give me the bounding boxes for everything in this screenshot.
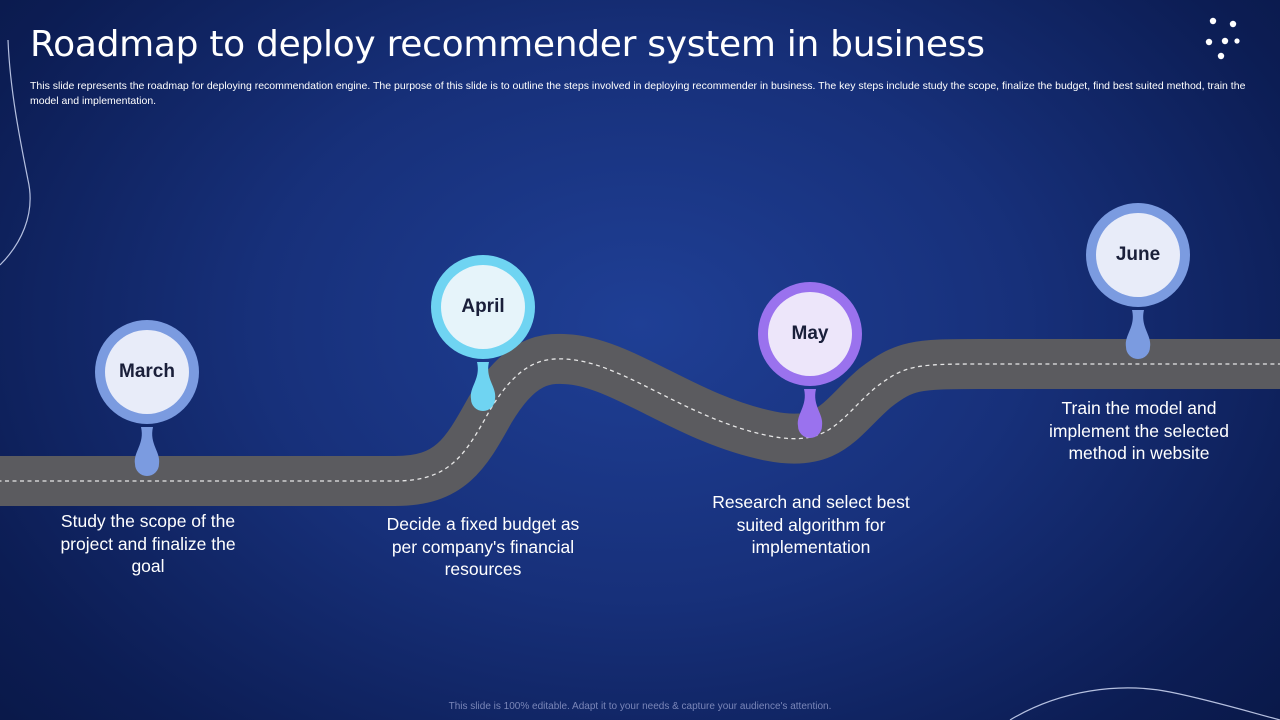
slide-footer: This slide is 100% editable. Adapt it to… — [448, 701, 832, 712]
milestone-description: Decide a fixed budget as per company's f… — [386, 514, 580, 579]
slide-title: Roadmap to deploy recommender system in … — [30, 24, 985, 65]
slide-subtitle: This slide represents the roadmap for de… — [30, 80, 1246, 107]
milestone-month-label: May — [791, 323, 829, 344]
milestone-month-label: June — [1115, 244, 1161, 265]
milestone-month-label: March — [119, 361, 175, 382]
milestone-month-label: April — [461, 296, 505, 317]
milestone-description: Train the model and implement the select… — [1049, 398, 1229, 463]
milestone-description: Study the scope of the project and final… — [60, 511, 236, 576]
milestone-description: Research and select best suited algorith… — [712, 492, 910, 557]
dots-logo-icon — [1205, 17, 1240, 60]
